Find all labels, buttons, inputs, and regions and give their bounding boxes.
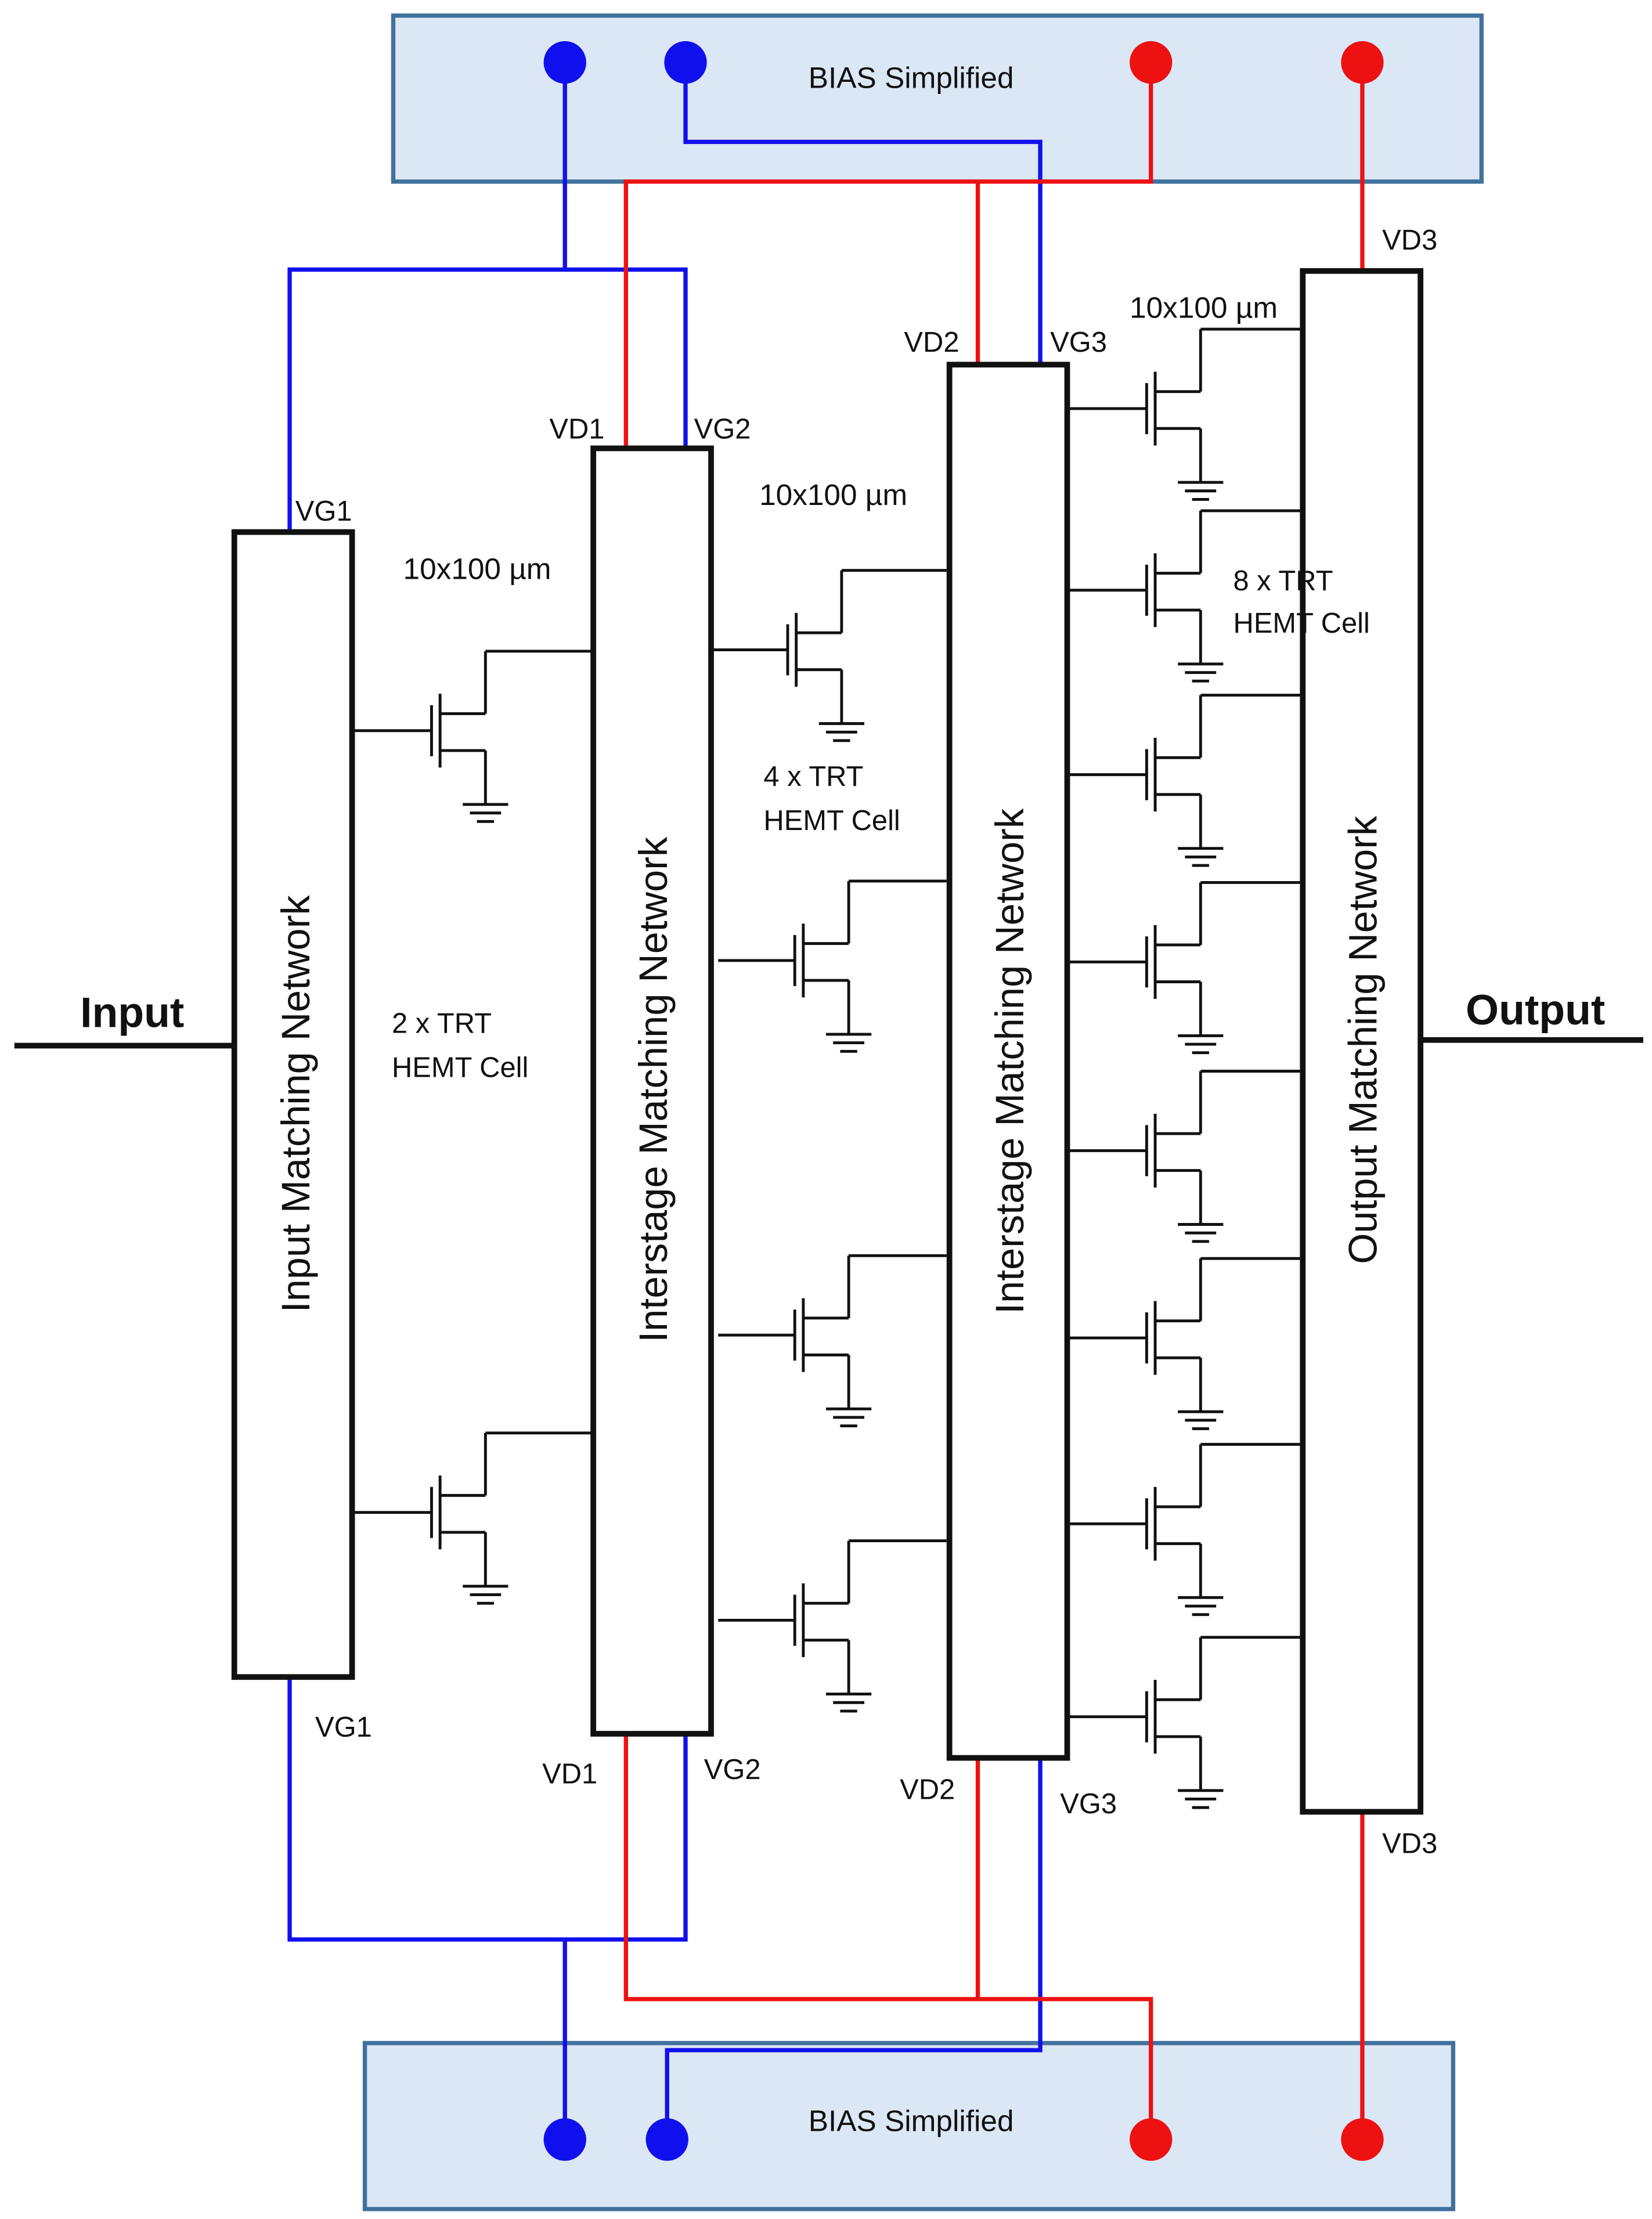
stage3-cell: HEMT Cell [1233, 608, 1370, 639]
hemt-cell-icon [1070, 695, 1303, 865]
bias-terminal-dot [645, 2118, 688, 2161]
pin-vd3-top: VD3 [1382, 225, 1437, 256]
stage3-count: 8 x TRT [1233, 565, 1333, 597]
hemt-cell-icon [718, 879, 947, 1051]
interstage-1-label: Interstage Matching Network [631, 836, 676, 1343]
hemt-cell-icon [718, 1539, 947, 1711]
pin-vd1-bottom: VD1 [542, 1759, 597, 1790]
hemt-cell-icon [1070, 1070, 1303, 1242]
bias-box-top: BIAS Simplified [391, 13, 1484, 184]
pin-vd1-top: VD1 [549, 413, 604, 445]
stage2-count: 4 x TRT [763, 761, 863, 792]
pin-vg2-top: VG2 [694, 413, 751, 445]
pin-vd2-top: VD2 [904, 327, 959, 358]
drain-bias-wires [623, 62, 1365, 2140]
stage1-count: 2 x TRT [392, 1008, 492, 1040]
stage1-size: 10x100 µm [403, 552, 551, 585]
stage1-transistors [355, 650, 594, 1603]
bias-terminal-dot [543, 2118, 586, 2161]
interstage-matching-network-2: Interstage Matching Network [946, 362, 1070, 1761]
bias-terminal-dot [1130, 41, 1173, 84]
pin-vd2-bottom: VD2 [900, 1774, 955, 1805]
pin-labels: VG1 VD1 VG2 VD2 VG3 VD3 VG1 VD1 VG2 VD2 … [295, 225, 1437, 1859]
input-label: Input [80, 989, 184, 1037]
output-matching-network: Output Matching Network [1300, 268, 1424, 1815]
hemt-cell-icon [355, 650, 594, 821]
stage3-transistors [1070, 329, 1303, 1807]
hemt-cell-icon [1070, 881, 1303, 1052]
bias-box-bottom: BIAS Simplified [362, 2041, 1456, 2211]
bias-terminal-dot [664, 41, 707, 84]
vd1-vd2-bottom-wire [623, 1734, 1153, 2140]
pin-vg3-top: VG3 [1050, 327, 1107, 358]
hemt-cell-icon [1070, 1444, 1303, 1614]
vg3-top-wire [683, 62, 1043, 365]
stage2-size: 10x100 µm [759, 478, 907, 511]
pin-vd3-bottom: VD3 [1382, 1828, 1437, 1859]
bias-top-title: BIAS Simplified [809, 62, 1014, 95]
vg3-bottom-wire [665, 1758, 1043, 2140]
interstage-matching-network-1: Interstage Matching Network [590, 445, 714, 1737]
hemt-cell-icon [1070, 1258, 1303, 1428]
output-label: Output [1466, 986, 1605, 1034]
pin-vg3-bottom: VG3 [1060, 1788, 1117, 1820]
hemt-cell-icon [355, 1431, 594, 1603]
output-matching-network-label: Output Matching Network [1340, 816, 1385, 1264]
hemt-cell-icon [1070, 509, 1303, 681]
pin-vg1-bottom: VG1 [315, 1712, 372, 1743]
pin-vg2-bottom: VG2 [704, 1754, 761, 1785]
stage3-size: 10x100 µm [1130, 291, 1278, 324]
bias-terminal-dot [1341, 41, 1384, 84]
hemt-cell-icon [1070, 1637, 1303, 1807]
bias-terminals [543, 41, 1384, 2161]
input-matching-network-label: Input Matching Network [273, 894, 318, 1312]
vg1-vg2-top-wire [287, 62, 567, 532]
stage1-cell: HEMT Cell [392, 1052, 528, 1083]
bias-terminal-dot [1130, 2118, 1173, 2161]
vd1-vd2-top-wire [623, 62, 1153, 449]
hemt-cell-icon [718, 1254, 947, 1426]
stage2-cell: HEMT Cell [763, 805, 900, 836]
vg1-vg2-bottom-wire [287, 1677, 688, 1942]
pin-vg1-top: VG1 [295, 496, 352, 527]
input-matching-network: Input Matching Network [231, 529, 355, 1680]
stage2-transistors [711, 569, 947, 1711]
bias-bottom-title: BIAS Simplified [809, 2104, 1014, 2137]
gate-bias-wires [287, 62, 1043, 2140]
hemt-cell-icon [711, 569, 947, 741]
stage-annotations: 10x100 µm 2 x TRT HEMT Cell 10x100 µm 4 … [392, 291, 1370, 1084]
bias-terminal-dot [543, 41, 586, 84]
hemt-cell-icon [1070, 329, 1303, 499]
bias-terminal-dot [1341, 2118, 1384, 2161]
interstage-2-label: Interstage Matching Network [987, 808, 1032, 1314]
